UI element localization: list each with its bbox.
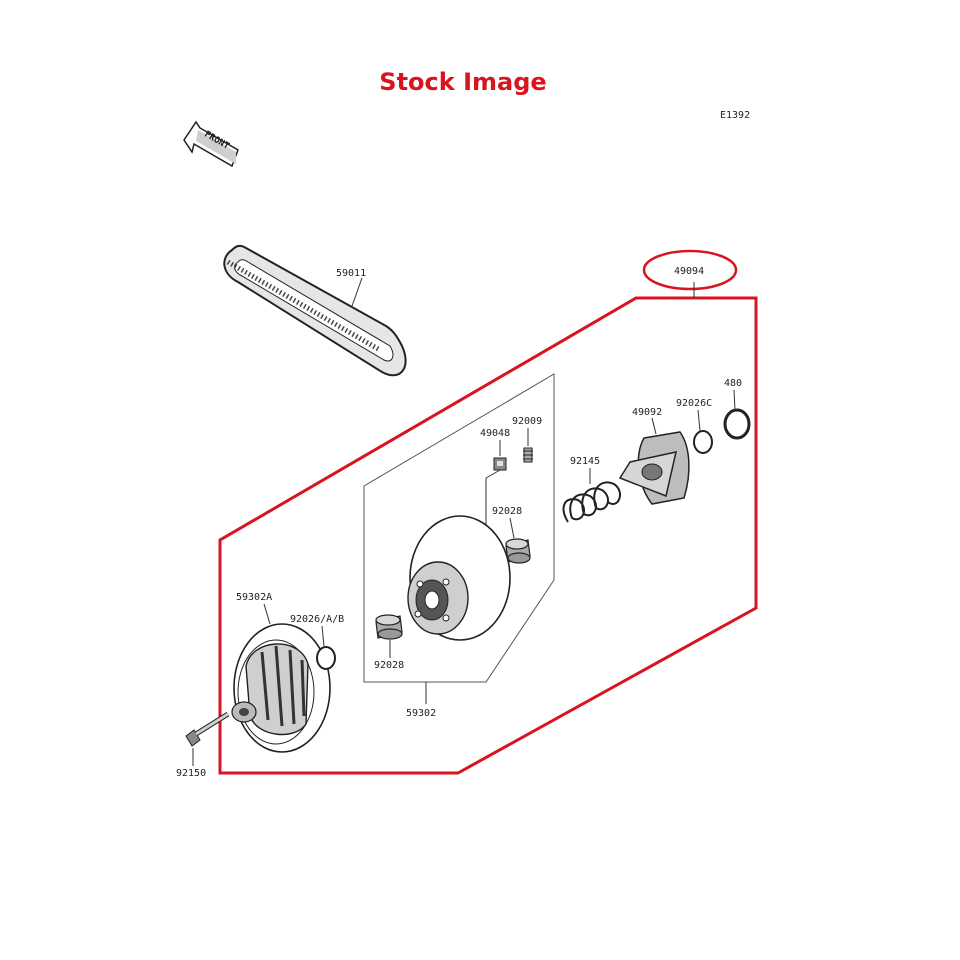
- label-92026-a-b: 92026/A/B: [290, 614, 344, 625]
- snap-ring-icon: [723, 408, 751, 440]
- highlight-boundary: [218, 296, 758, 775]
- label-59302a: 59302A: [236, 592, 272, 603]
- drawing-id: E1392: [720, 110, 750, 121]
- bushing-upper-icon: [505, 538, 531, 564]
- movable-sheave-icon: [407, 515, 511, 641]
- drive-belt-icon: [223, 244, 407, 377]
- label-59302: 59302: [406, 708, 436, 719]
- label-49048: 49048: [480, 428, 510, 439]
- label-92028-lower: 92028: [374, 660, 404, 671]
- label-92009: 92009: [512, 416, 542, 427]
- label-480: 480: [724, 378, 742, 389]
- washer-ab-icon: [316, 646, 336, 670]
- bushing-lower-icon: [375, 614, 403, 640]
- screw-icon: [523, 447, 533, 463]
- label-92028-upper: 92028: [492, 506, 522, 517]
- bolt-icon: [185, 711, 230, 747]
- cam-icon: [618, 431, 690, 505]
- weight-icon: [493, 457, 507, 471]
- highlight-ellipse: [642, 249, 738, 291]
- label-59011: 59011: [336, 268, 366, 279]
- washer-c-icon: [693, 430, 713, 454]
- label-92026c: 92026C: [676, 398, 712, 409]
- fixed-sheave-icon: [231, 623, 331, 753]
- front-arrow-icon: FRONT: [183, 120, 239, 168]
- sub-assembly-outline: [363, 373, 555, 683]
- label-92145: 92145: [570, 456, 600, 467]
- label-49092: 49092: [632, 407, 662, 418]
- spring-icon: [562, 481, 622, 523]
- label-49094: 49094: [674, 266, 704, 277]
- label-92150: 92150: [176, 768, 206, 779]
- stock-image-title: Stock Image: [379, 68, 546, 96]
